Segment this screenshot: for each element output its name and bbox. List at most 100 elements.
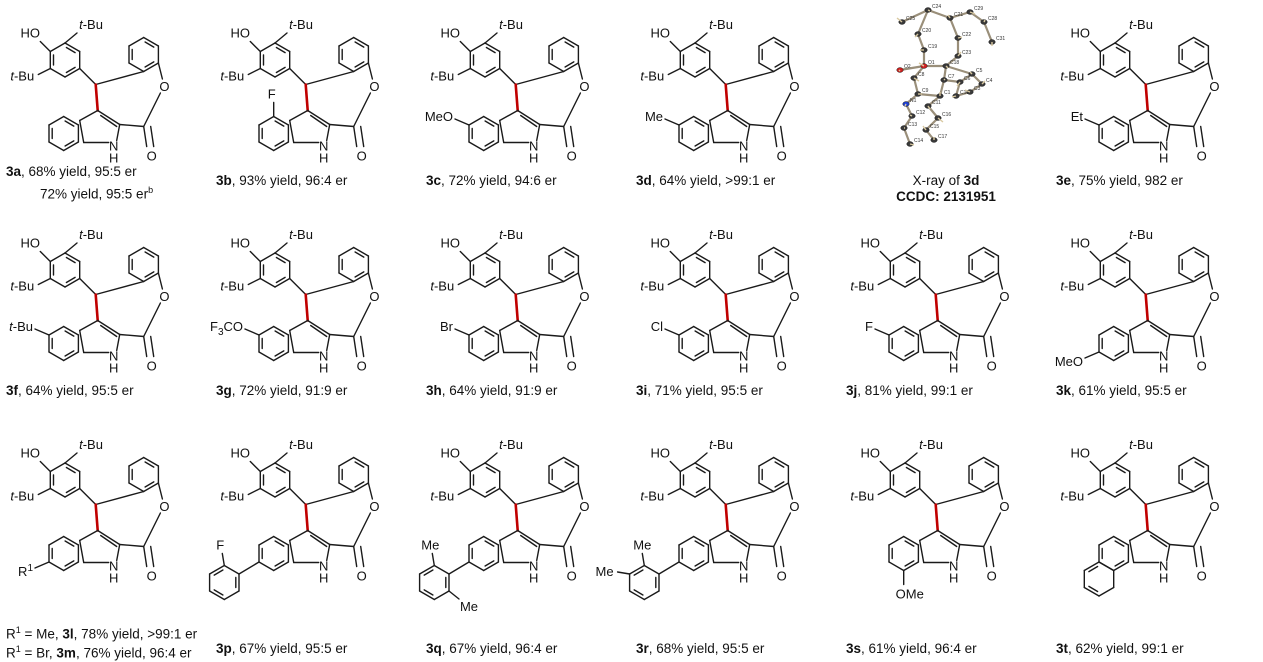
bond [1199, 125, 1205, 148]
caption-3q: 3q, 67% yield, 96:4 er [426, 641, 558, 656]
bond [694, 67, 711, 78]
caption-3m: R1 = Br, 3m, 76% yield, 96:4 er [6, 644, 192, 661]
caption-3j: 3j, 81% yield, 99:1 er [846, 383, 973, 398]
bond [309, 324, 328, 338]
indole-nh-h: H [109, 571, 118, 586]
bond [934, 490, 985, 506]
ortep-atom-label: C24 [932, 4, 941, 10]
double-bond [774, 61, 785, 68]
tbu-label-top: t-Bu [1129, 227, 1153, 242]
tbu-label-left: t-Bu [640, 489, 664, 504]
tbu-label-left: t-Bu [1060, 489, 1084, 504]
bond [1098, 561, 1115, 572]
bond [1098, 325, 1115, 336]
indole-n: N [529, 559, 538, 574]
bond [1098, 351, 1115, 362]
bond [49, 462, 66, 473]
bond [989, 545, 995, 568]
double-bond [1194, 481, 1205, 488]
bond [498, 67, 517, 86]
bond [306, 109, 331, 126]
bond [535, 543, 541, 562]
bond [997, 482, 1004, 500]
double-bond [484, 140, 495, 147]
bond [1192, 246, 1210, 257]
bond [904, 242, 918, 254]
bond [149, 545, 155, 568]
bond [643, 564, 660, 575]
bond [678, 325, 695, 336]
bond [745, 333, 751, 352]
bond [888, 325, 905, 336]
hydroxyl-label: HO [21, 26, 41, 41]
carbonyl-oxygen: O [357, 149, 367, 164]
tbu-label-left: t-Bu [430, 69, 454, 84]
bond [484, 462, 501, 473]
tbu-label-left: t-Bu [10, 279, 34, 294]
bond [1087, 277, 1101, 286]
indole-n: N [109, 349, 118, 364]
bond [889, 277, 906, 288]
caption-3s: 3s, 61% yield, 96:4 er [846, 641, 977, 656]
double-bond [274, 540, 285, 547]
bond [1192, 335, 1198, 358]
ring-oxygen: O [369, 499, 379, 514]
double-bond [694, 350, 705, 357]
double-bond [694, 140, 705, 147]
ortep-bond [912, 77, 920, 95]
double-bond [633, 569, 644, 576]
bond [94, 280, 145, 296]
ring-oxygen: O [579, 499, 589, 514]
hydroxyl-label: HO [231, 236, 251, 251]
bond [1168, 543, 1195, 548]
bond [1089, 40, 1101, 53]
bond [484, 242, 498, 254]
bond [1113, 115, 1130, 126]
bond [516, 529, 541, 546]
xray-compound-id: 3d [963, 173, 980, 188]
bond [1207, 62, 1214, 80]
bond [772, 272, 790, 283]
bond [1128, 67, 1147, 86]
forming-bond-highlight [514, 83, 519, 112]
double-bond [213, 589, 224, 596]
bond [498, 277, 517, 296]
bond [338, 482, 355, 493]
tbu-label-left: t-Bu [850, 489, 874, 504]
bond [484, 452, 498, 464]
bond [694, 277, 711, 288]
double-bond [1114, 350, 1125, 357]
bond [64, 67, 81, 78]
bond [352, 125, 358, 148]
bond [724, 490, 775, 506]
bond [1192, 125, 1198, 148]
bond [208, 590, 226, 601]
bond [1087, 487, 1101, 496]
double-bond [144, 61, 155, 68]
forming-bond-highlight [94, 83, 99, 112]
double-bond [904, 560, 915, 567]
indole-n: N [949, 349, 958, 364]
bond [1192, 512, 1212, 548]
caption-3a: 3a, 68% yield, 95:5 er [6, 164, 137, 179]
bond [708, 487, 727, 506]
bond [96, 109, 121, 126]
bond [49, 42, 66, 53]
tbu-label-left: t-Bu [430, 279, 454, 294]
double-bond [774, 271, 785, 278]
bond [903, 561, 920, 572]
ortep-atom-label: C17 [938, 134, 947, 140]
bond [1114, 67, 1131, 78]
ortep-atom-label: C31 [996, 36, 1005, 42]
bond [726, 529, 751, 546]
bond [142, 92, 162, 128]
bond [274, 42, 291, 53]
bond [468, 141, 485, 152]
ortep-atom-label: C14 [914, 138, 923, 144]
bond [1192, 302, 1212, 338]
bond [729, 114, 748, 128]
bond [569, 335, 575, 358]
